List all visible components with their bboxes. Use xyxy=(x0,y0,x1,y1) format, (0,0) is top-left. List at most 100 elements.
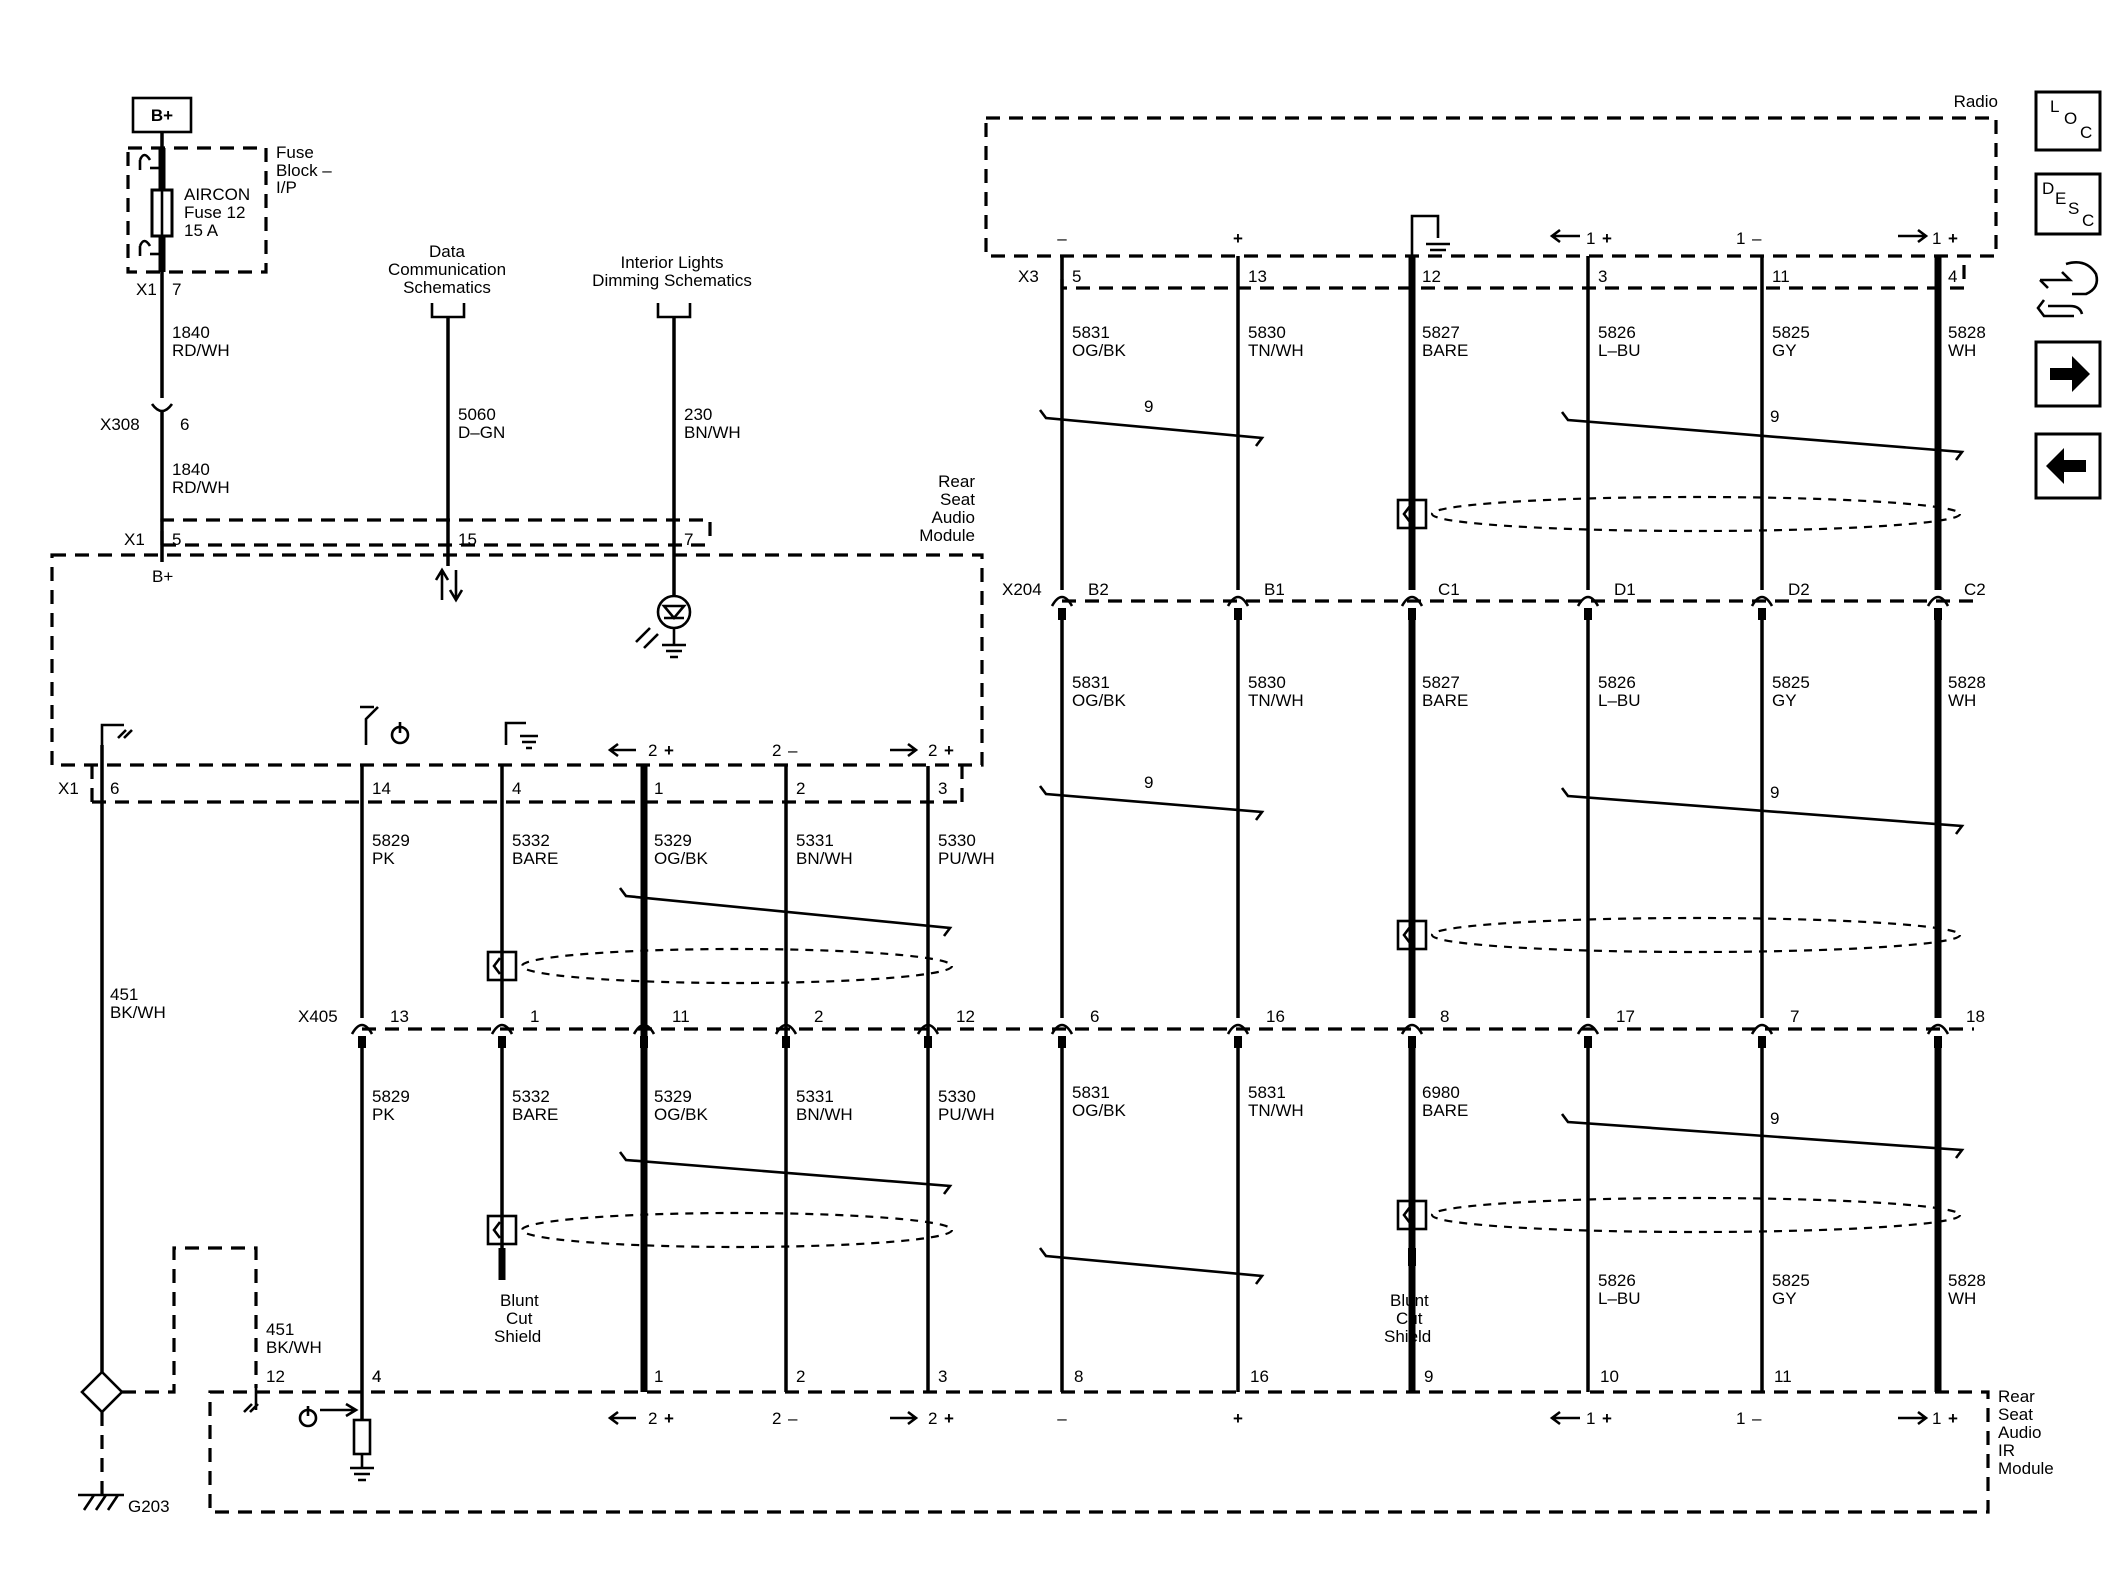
x405-pin-number: 7 xyxy=(1790,1007,1799,1026)
blunt-cut-label: Cut xyxy=(1396,1309,1423,1328)
svg-text:2: 2 xyxy=(648,741,657,760)
loc-letter-c: C xyxy=(2080,123,2092,142)
x204-terminal-icon xyxy=(1050,595,1074,607)
desc-button[interactable]: D E S C xyxy=(2034,172,2102,236)
x405-pin-icon xyxy=(782,1036,790,1048)
svg-text:+: + xyxy=(1602,1409,1612,1428)
ir-pin-number: 2 xyxy=(796,1367,805,1386)
desc-letter-c: C xyxy=(2082,211,2094,230)
twist-count-label: 9 xyxy=(1144,397,1153,416)
radio-pin-number: 3 xyxy=(1598,267,1607,286)
shield-left-upper-box xyxy=(486,950,518,982)
ir-ground-icon xyxy=(350,1454,374,1482)
wire-circuit-number: 6980 xyxy=(1422,1083,1460,1102)
rear-seat-audio-module: Rear Seat Audio Module X1 5 15 7 B+ xyxy=(50,472,984,804)
x405-terminal-icon xyxy=(632,1023,656,1035)
wire-color: BN/WH xyxy=(796,1105,853,1124)
wire-1840b-circuit: 1840 xyxy=(172,460,210,479)
wire-color: BARE xyxy=(1422,691,1468,710)
pin-rsam-2: 2 xyxy=(796,779,805,798)
twist-mark-low-left xyxy=(1038,1247,1265,1285)
ir-module-label-1: Rear xyxy=(1998,1387,2035,1406)
interior-lights-label-1: Interior Lights xyxy=(621,253,724,272)
ir-pin-number: 16 xyxy=(1250,1367,1269,1386)
x405-pin-icon xyxy=(1758,1036,1766,1048)
x405-pin-icon xyxy=(498,1036,506,1048)
next-page-button[interactable] xyxy=(2034,340,2102,408)
data-comm-label-2: Communication xyxy=(388,260,506,279)
radio-pin-number: 4 xyxy=(1948,267,1957,286)
wire-circuit-number: 5826 xyxy=(1598,323,1636,342)
wire-color: GY xyxy=(1772,341,1797,360)
blunt-cut-label: Blunt xyxy=(1390,1291,1429,1310)
data-comm-label-3: Schematics xyxy=(403,278,491,297)
wire-circuit-number: 5828 xyxy=(1948,673,1986,692)
x204-pin-icon xyxy=(1584,608,1592,620)
twist-count-label: 9 xyxy=(1144,773,1153,792)
ir-pin-number: 11 xyxy=(1774,1367,1792,1386)
wire-color: L–BU xyxy=(1598,341,1641,360)
x405-terminal-icon xyxy=(1400,1023,1424,1035)
generated-wiring: 5B25831OG/BK5831OG/BK813B15830TN/WH5830T… xyxy=(350,256,1986,1392)
wire-circuit-number: 5831 xyxy=(1072,673,1110,692)
twist-count-label: 9 xyxy=(1770,1109,1779,1128)
bplus-label: B+ xyxy=(151,106,173,125)
blunt-cut-label: Cut xyxy=(506,1309,533,1328)
wire-circuit-number: 5828 xyxy=(1948,323,1986,342)
wire-color: L–BU xyxy=(1598,1289,1641,1308)
wire-circuit-number: 5330 xyxy=(938,831,976,850)
ir-module-label-3: Audio xyxy=(1998,1423,2041,1442)
shield-left-upper-mark xyxy=(492,957,502,975)
interior-lights-label-2: Dimming Schematics xyxy=(592,271,752,290)
wire-circuit-number: 5829 xyxy=(372,831,410,850)
rsam-label-3: Audio xyxy=(932,508,975,527)
twist-mark-mid-left xyxy=(1038,785,1265,821)
pin-rsam-4: 4 xyxy=(512,779,521,798)
x405-terminal-icon xyxy=(1226,1023,1250,1035)
ir-module-label-5: Module xyxy=(1998,1459,2054,1478)
signal-ground-icon xyxy=(504,721,538,750)
connector-x1-bottom: X1 xyxy=(58,779,79,798)
loc-letter-o: O xyxy=(2064,109,2077,128)
previous-page-button[interactable] xyxy=(2034,432,2102,500)
loc-button[interactable]: L O C xyxy=(2034,90,2102,152)
pin-rsam-7: 7 xyxy=(684,530,693,549)
rsam-label-1: Rear xyxy=(938,472,975,491)
x204-terminal-icon xyxy=(1576,595,1600,607)
svg-text:+: + xyxy=(1233,1409,1243,1428)
rsam-label-4: Module xyxy=(919,526,975,545)
chassis-ground-icon xyxy=(100,723,133,745)
svg-text:2: 2 xyxy=(772,1409,781,1428)
wire-5060-color: D–GN xyxy=(458,423,505,442)
x405-terminal-icon xyxy=(1050,1023,1074,1035)
connector-tool-icon[interactable] xyxy=(2036,261,2099,318)
wire-circuit-number: 5826 xyxy=(1598,1271,1636,1290)
radio-module: Radio – + 1 + 1 – 1 + X3 xyxy=(984,92,1998,290)
x204-pin-icon xyxy=(1408,608,1416,620)
fuse-block-label-3: I/P xyxy=(276,178,297,197)
connector-x405: X405 xyxy=(298,1007,338,1026)
pin-fuse-7: 7 xyxy=(172,280,181,299)
svg-text:2: 2 xyxy=(772,741,781,760)
fuse-number: Fuse 12 xyxy=(184,203,245,222)
wire-color: OG/BK xyxy=(654,849,709,868)
wire-color: BARE xyxy=(1422,341,1468,360)
wire-color: WH xyxy=(1948,1289,1976,1308)
svg-text:1: 1 xyxy=(1932,229,1941,248)
radio-ground-icon xyxy=(1410,214,1450,258)
radio-pin-number: 11 xyxy=(1772,267,1790,286)
wire-230-circuit: 230 xyxy=(684,405,712,424)
bplus-pin-label: B+ xyxy=(152,567,173,586)
x204-pin-number: B2 xyxy=(1088,580,1109,599)
blunt-cut-label: Blunt xyxy=(500,1291,539,1310)
wire-color: TN/WH xyxy=(1248,341,1304,360)
ir-pin-number: 10 xyxy=(1600,1367,1619,1386)
wire-circuit-number: 5827 xyxy=(1422,673,1460,692)
wire-circuit-number: 5331 xyxy=(796,1087,834,1106)
x204-terminal-icon xyxy=(1400,595,1424,607)
blunt-cut-label: Shield xyxy=(494,1327,541,1346)
x405-terminal-icon xyxy=(490,1023,514,1035)
svg-text:1: 1 xyxy=(1736,1409,1745,1428)
wire-color: BN/WH xyxy=(796,849,853,868)
